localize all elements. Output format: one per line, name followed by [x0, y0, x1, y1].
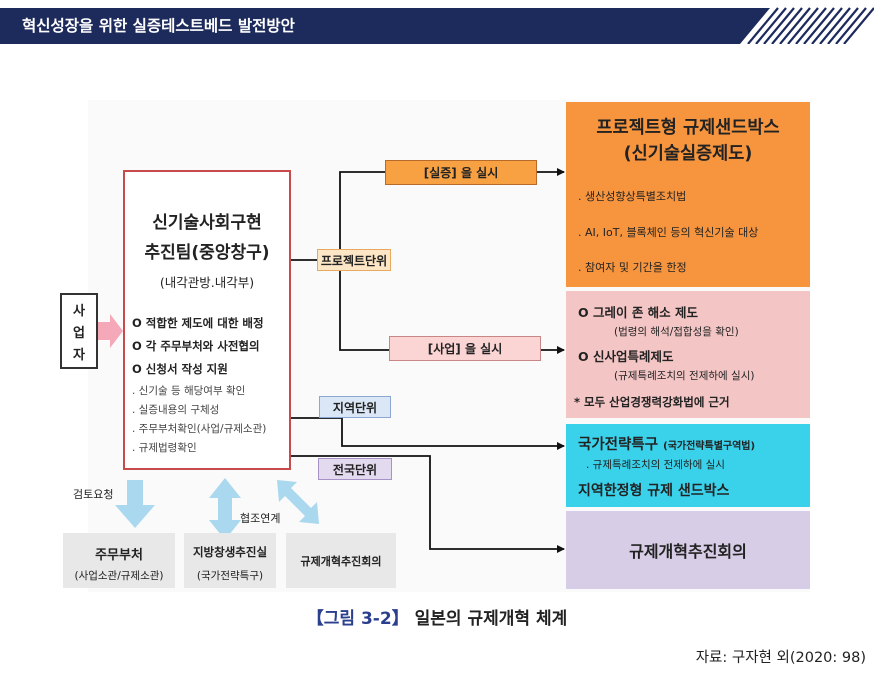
central-team-box: 신기술사회구현 추진팀(중앙창구) (내각관방.내각부) O 적합한 제도에 대… [123, 170, 291, 470]
strategy-title-row: 국가전략특구 (국가전략특별구역법) [578, 433, 755, 454]
business-char: 업 [73, 326, 85, 341]
central-item: O 적합한 제도에 대한 배정 [132, 316, 264, 330]
central-subtitle: (내각관방.내각부) [159, 275, 255, 290]
gray-item: O 그레이 존 해소 제도 [578, 305, 699, 320]
gray-item-sub: (법령의 해석/접합성을 확인) [614, 326, 739, 338]
caption-text: 일본의 규제개혁 체계 [408, 609, 568, 629]
pilot-execution-tag: [실증] 을 실시 [385, 160, 537, 185]
regional-revitalization-box: 지방창생추진실 (국가전략특구) [184, 533, 276, 588]
business-char: 자 [73, 348, 85, 363]
business-execution-tag: [사업] 을 실시 [389, 336, 541, 361]
project-box-item: . 생산성향상특별조치법 [578, 190, 687, 203]
central-item: O 신청서 작성 지원 [132, 362, 228, 376]
header-title: 혁신성장을 위한 실증테스트베드 발전방안 [22, 17, 295, 35]
strategy-title-note: (국가전략특별구역법) [663, 441, 756, 452]
reform-title: 규제개혁추진회의 [300, 555, 382, 568]
reform-coop-arrow [277, 480, 319, 524]
figure-caption: 【그림 3-2】 일본의 규제개혁 체계 [0, 604, 874, 629]
gray-zone-box: O 그레이 존 해소 제도 (법령의 해석/접합성을 확인) O 신사업특례제도… [566, 291, 810, 418]
national-unit-tag: 전국단위 [318, 458, 392, 480]
central-subitem: . 실증내용의 구체성 [132, 404, 220, 416]
strategy-footer: 지역한정형 규제 샌드박스 [578, 483, 730, 499]
central-subitem: . 규제법령확인 [132, 442, 197, 454]
review-request-arrow [115, 480, 155, 528]
central-subitem: . 신기술 등 해당여부 확인 [132, 385, 246, 397]
national-strategy-zone-box: 국가전략특구 (국가전략특별구역법) . 규제특례조치의 전제하에 실시 지역한… [566, 424, 810, 507]
regional-sub: (국가전략특구) [196, 570, 264, 582]
strategy-sub: . 규제특례조치의 전제하에 실시 [586, 459, 725, 471]
cooperation-label: 협조연계 [240, 512, 281, 525]
project-box-item: . AI, IoT, 블록체인 등의 혁신기술 대상 [578, 226, 759, 239]
ministry-sub: (사업소관/규제소관) [74, 570, 164, 582]
ministry-box: 주무부처 (사업소관/규제소관) [63, 533, 175, 588]
regulatory-reform-council-box: 규제개혁추진회의 [566, 511, 810, 589]
central-title-line1: 신기술사회구현 [152, 213, 262, 233]
business-arrow [98, 314, 123, 348]
project-unit-tag: 프로젝트단위 [317, 249, 391, 271]
project-box-title: 프로젝트형 규제샌드박스 [596, 118, 780, 138]
business-operator-box: 사 업 자 [60, 293, 98, 369]
project-sandbox-box: 프로젝트형 규제샌드박스 (신기술실증제도) . 생산성향상특별조치법 . AI… [566, 102, 810, 287]
regional-coop-arrow [209, 478, 241, 540]
header-bar [0, 8, 874, 44]
business-char: 사 [73, 304, 85, 319]
review-request-label: 검토요청 [73, 488, 114, 501]
project-box-subtitle: (신기술실증제도) [623, 144, 753, 164]
project-box-item: . 참여자 및 기간을 한정 [578, 261, 687, 274]
source-note: 자료: 구자현 외(2020: 98) [695, 650, 866, 666]
council-title: 규제개혁추진회의 [629, 542, 747, 561]
central-title-line2: 추진팀(중앙창구) [144, 243, 270, 263]
gray-note: * 모두 산업경쟁력강화법에 근거 [574, 395, 730, 409]
caption-number: 【그림 3-2】 [306, 609, 409, 629]
reform-council-bottom-box: 규제개혁추진회의 [286, 533, 396, 588]
central-item: O 각 주무부처와 사전협의 [132, 339, 260, 353]
gray-item: O 신사업특례제도 [578, 349, 674, 364]
region-unit-tag: 지역단위 [319, 396, 391, 418]
central-subitem: . 주무부처확인(사업/규제소관) [132, 423, 267, 435]
regional-title: 지방창생추진실 [192, 545, 268, 559]
ministry-title: 주무부처 [95, 548, 143, 563]
gray-item-sub: (규제특례조치의 전제하에 실시) [614, 370, 755, 382]
strategy-title: 국가전략특구 [578, 437, 659, 453]
